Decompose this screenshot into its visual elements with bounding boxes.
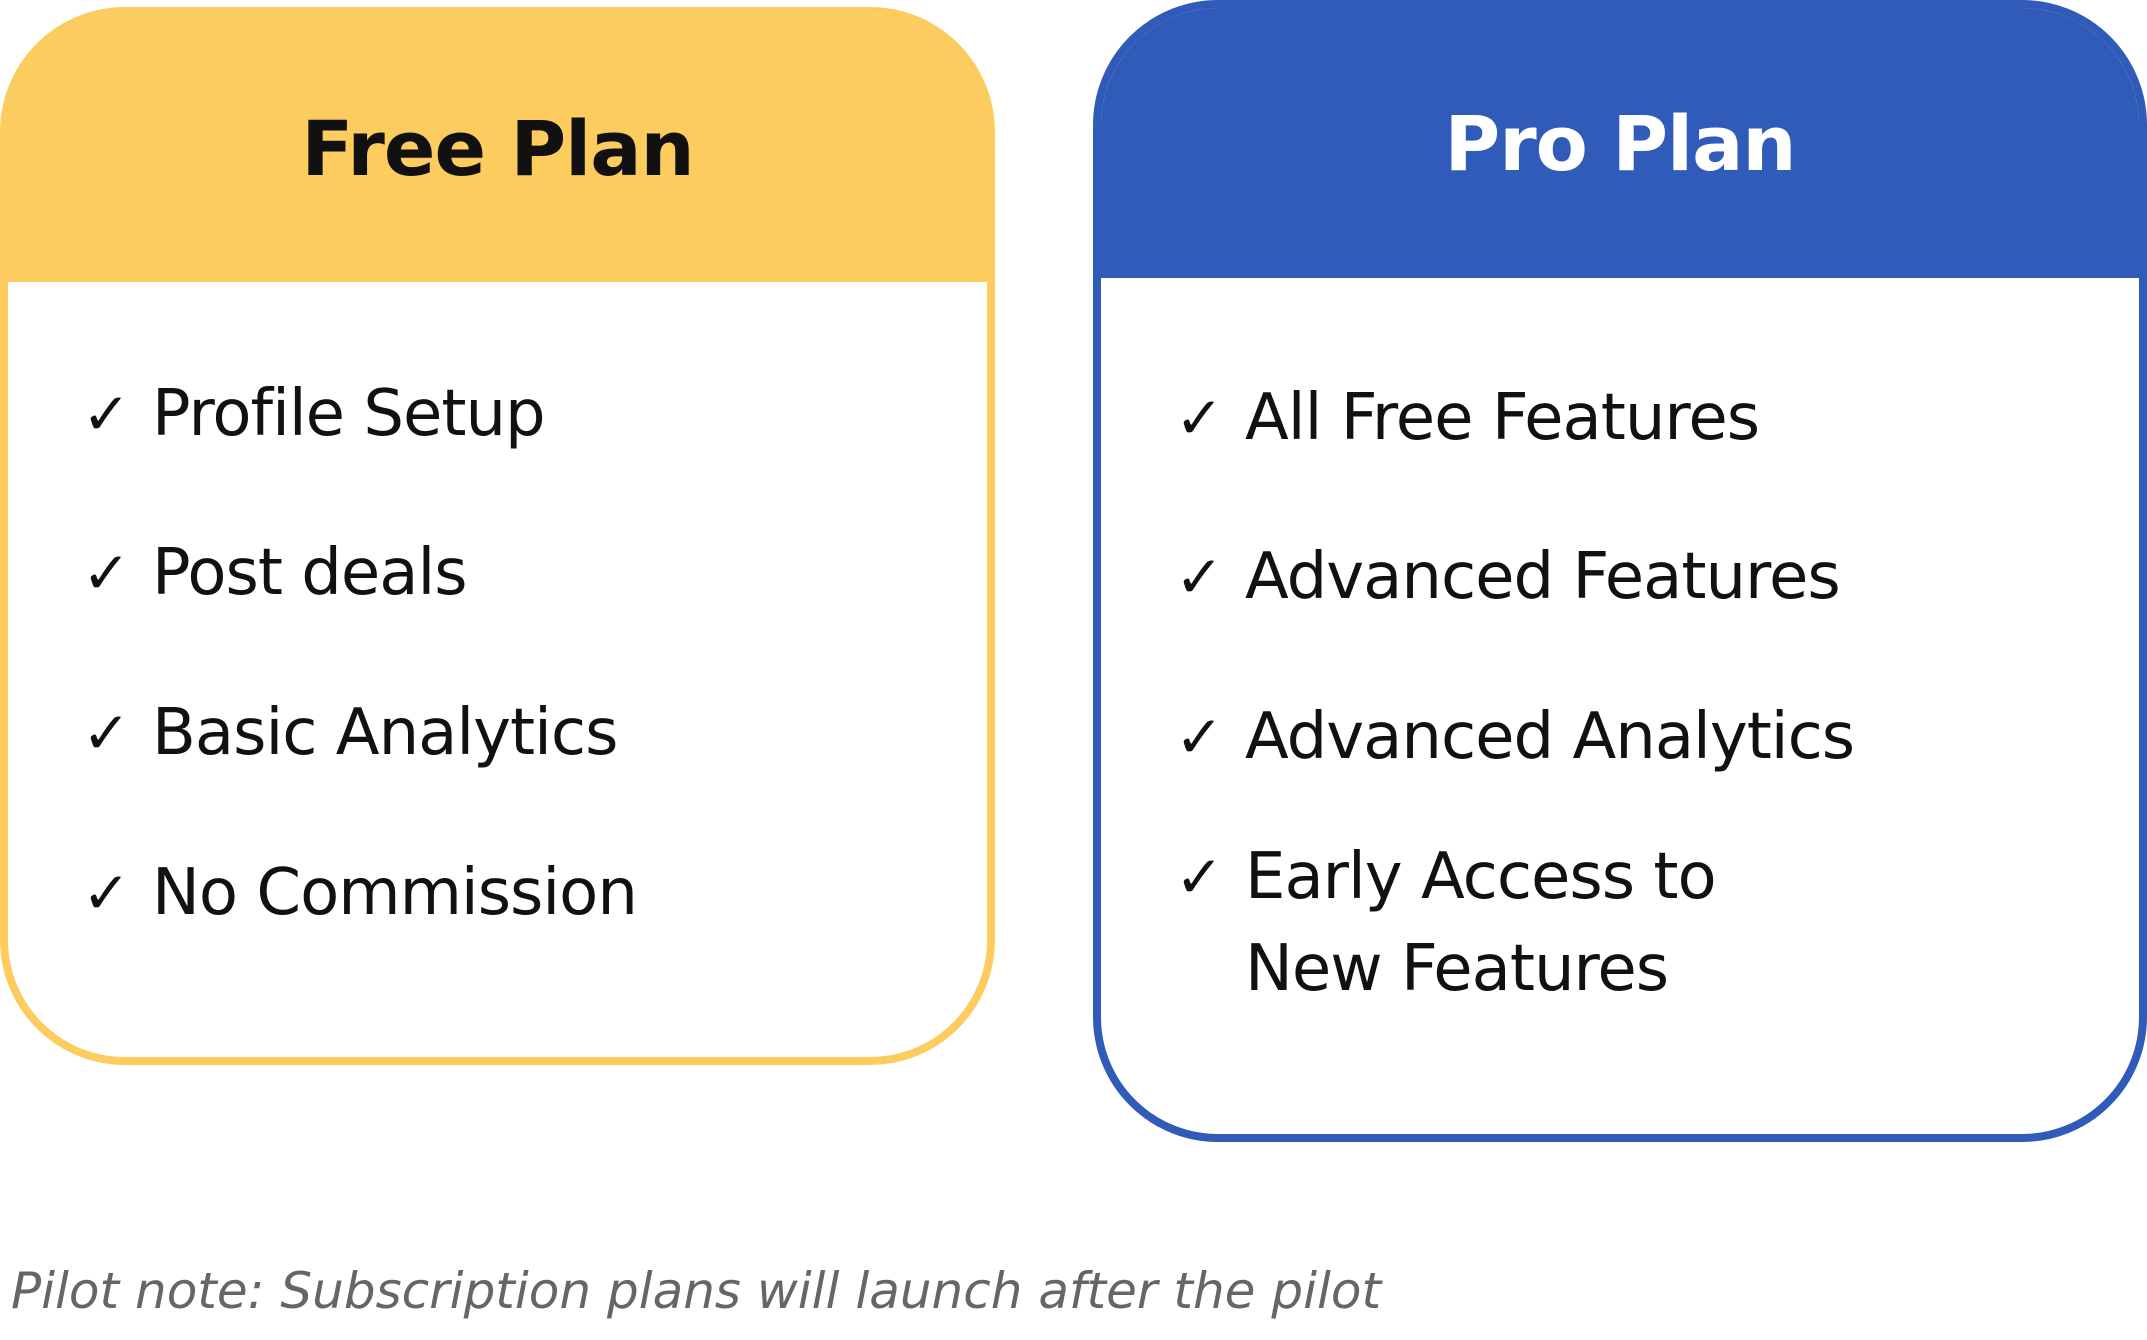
check-icon: ✓ — [1175, 703, 1224, 771]
feature-item: ✓All Free Features — [1175, 372, 1760, 464]
check-icon: ✓ — [1175, 543, 1224, 611]
feature-item: ✓Advanced Features — [1175, 531, 1841, 623]
check-icon: ✓ — [1175, 384, 1224, 452]
feature-item: ✓Advanced Analytics — [1175, 691, 1855, 783]
check-icon: ✓ — [1175, 843, 1224, 911]
pilot-note: Pilot note: Subscription plans will laun… — [11, 1262, 1382, 1320]
feature-item: ✓Early Access to New Features — [1175, 831, 1717, 1015]
free-plan-card: Free Plan ✓Profile Setup ✓Post deals ✓Ba… — [0, 7, 995, 1065]
feature-item: ✓Post deals — [82, 527, 468, 619]
free-plan-title: Free Plan — [8, 15, 987, 282]
check-icon: ✓ — [82, 859, 131, 927]
feature-item: ✓Basic Analytics — [82, 687, 618, 779]
pro-plan-title: Pro Plan — [1101, 8, 2139, 278]
pro-plan-card: Pro Plan ✓All Free Features ✓Advanced Fe… — [1093, 0, 2147, 1142]
check-icon: ✓ — [82, 539, 131, 607]
feature-item: ✓No Commission — [82, 847, 638, 939]
check-icon: ✓ — [82, 699, 131, 767]
feature-item: ✓Profile Setup — [82, 368, 546, 460]
check-icon: ✓ — [82, 380, 131, 448]
